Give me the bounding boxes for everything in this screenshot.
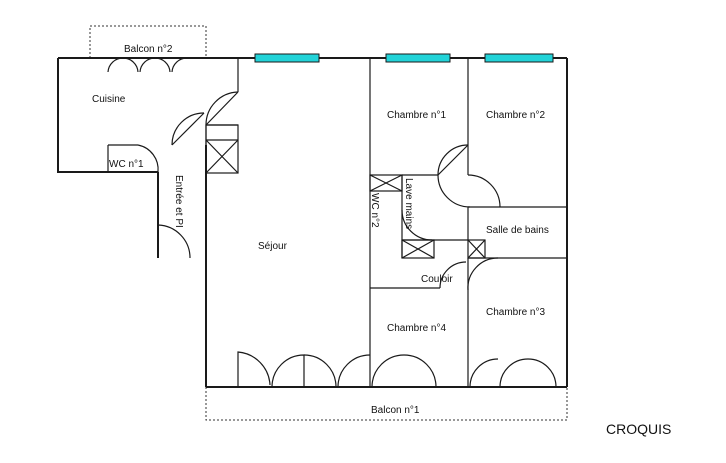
label-wc-1: WC n°1 xyxy=(109,159,144,170)
shaft-box-wc2 xyxy=(369,174,403,192)
balcony-2-doors xyxy=(107,57,188,73)
label-chambre-2: Chambre n°2 xyxy=(486,110,545,121)
label-sejour: Séjour xyxy=(258,241,288,252)
window-chambre-2 xyxy=(484,53,554,63)
label-couloir: Couloir xyxy=(421,274,453,285)
label-wc-2: WC n°2 xyxy=(369,193,380,228)
label-cuisine: Cuisine xyxy=(92,94,126,105)
balcony-1-outline xyxy=(205,387,568,421)
shaft-box-lave-mains xyxy=(401,239,435,259)
window-sejour xyxy=(254,53,320,63)
balcony-1-doors xyxy=(237,351,557,388)
caption-croquis: CROQUIS xyxy=(606,421,671,437)
label-chambre-4: Chambre n°4 xyxy=(387,323,446,334)
label-balcon-2: Balcon n°2 xyxy=(124,44,173,55)
window-chambre-1 xyxy=(385,53,451,63)
shaft-box-corridor xyxy=(467,239,486,259)
label-salle-de-bains: Salle de bains xyxy=(486,225,549,236)
doors xyxy=(137,91,501,291)
label-lave-mains: Lave mains xyxy=(403,178,414,229)
label-entree: Entrée et PI xyxy=(173,175,184,228)
shaft-box-1 xyxy=(205,124,239,174)
label-chambre-1: Chambre n°1 xyxy=(387,110,446,121)
exterior-walls xyxy=(57,57,568,388)
label-chambre-3: Chambre n°3 xyxy=(486,307,545,318)
label-balcon-1: Balcon n°1 xyxy=(371,405,420,416)
windows xyxy=(254,53,554,63)
balcony-2-outline xyxy=(89,25,207,58)
